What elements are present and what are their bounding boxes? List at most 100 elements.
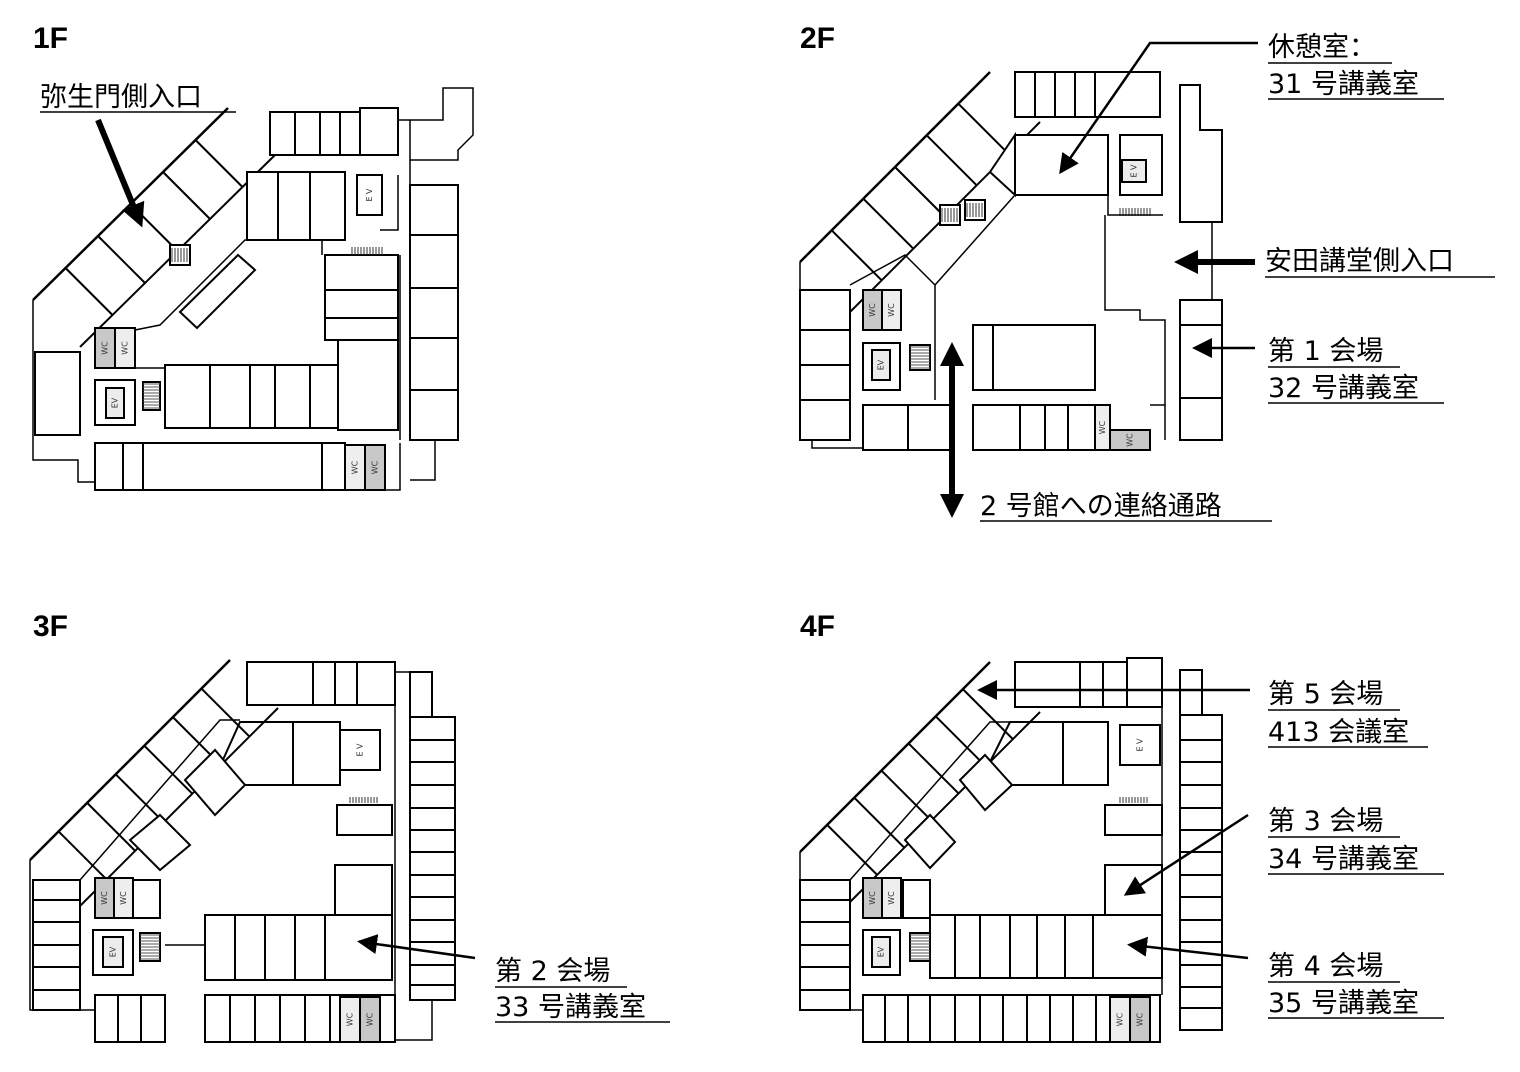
stairs	[909, 344, 931, 371]
label-room-33: 33 号講義室	[495, 992, 646, 1023]
wc-label: WC	[868, 303, 877, 317]
wc	[1109, 429, 1151, 451]
room	[929, 914, 1163, 979]
room-divider	[200, 687, 251, 738]
wall	[95, 443, 401, 491]
label-venue-3: 第 3 会場	[1268, 806, 1383, 837]
room-divider	[194, 139, 244, 188]
wc-label: WC	[119, 891, 128, 905]
wc	[881, 877, 902, 919]
room	[1094, 71, 1161, 118]
room-divider	[115, 773, 165, 823]
room	[356, 661, 396, 706]
room	[128, 813, 192, 872]
wc-label: WC	[100, 891, 109, 905]
room	[359, 107, 399, 156]
room	[1014, 134, 1109, 196]
floor-title-1f: 1F	[33, 22, 68, 55]
wc-label: WC	[101, 341, 110, 355]
wall	[395, 1000, 433, 1041]
wc-label: WC	[887, 303, 896, 317]
room	[903, 813, 957, 870]
label-venue-1: 第 1 会場	[1268, 336, 1383, 367]
room-divider	[830, 229, 883, 282]
label-connecting-passage: 2 号館への連絡通路	[980, 491, 1222, 522]
room	[204, 914, 393, 981]
wall	[410, 440, 436, 481]
ev-label: EV	[111, 397, 120, 408]
outer-wall	[799, 661, 991, 853]
label-venue-2: 第 2 会場	[495, 956, 610, 987]
arrow-venue-3	[1123, 813, 1249, 896]
floor-title-3f: 3F	[33, 610, 68, 643]
room	[337, 339, 399, 431]
room	[972, 324, 1096, 391]
room-divider	[86, 802, 136, 852]
room-divider	[57, 830, 108, 881]
wc-label: WC	[1126, 433, 1135, 447]
room	[1179, 669, 1203, 716]
wall	[395, 671, 411, 717]
wc-label: WC	[346, 1012, 355, 1026]
room-divider	[880, 769, 933, 822]
arrow-venue-4	[1127, 936, 1249, 960]
room-divider	[862, 197, 915, 250]
label-room-34: 34 号講義室	[1268, 844, 1419, 875]
room	[164, 364, 339, 429]
room-divider	[907, 742, 960, 795]
room	[1014, 661, 1128, 708]
label-room-31: 31 号講義室	[1268, 69, 1419, 100]
wc	[114, 327, 136, 369]
wc	[1094, 404, 1111, 451]
room-divider	[826, 824, 878, 876]
label-lounge: 休憩室：	[1268, 32, 1376, 63]
wc	[1129, 996, 1151, 1043]
room	[292, 721, 341, 786]
ev	[1121, 159, 1147, 183]
wc-label: WC	[121, 341, 130, 355]
room	[1126, 657, 1163, 708]
courtyard-wall	[134, 239, 323, 331]
room	[1104, 804, 1163, 836]
wall	[934, 194, 1016, 286]
ev	[356, 174, 383, 216]
wall	[79, 719, 240, 881]
room	[269, 111, 361, 156]
room	[409, 671, 433, 718]
wc-label: WC	[868, 891, 877, 905]
wall	[32, 300, 95, 483]
wall	[1104, 215, 1166, 405]
ev-label: E V	[365, 188, 374, 202]
label-room-413: 413 会議室	[1268, 717, 1409, 748]
label-venue-4: 第 4 会場	[1268, 951, 1383, 982]
ev-label: E V	[1136, 738, 1145, 752]
ev-label: EV	[877, 946, 886, 957]
wc-label: WC	[351, 460, 360, 474]
floor-title-2f: 2F	[800, 22, 835, 55]
room	[1062, 721, 1109, 786]
floor-title-4f: 4F	[800, 610, 835, 643]
room-divider	[925, 134, 978, 187]
wc-label: WC	[1136, 1012, 1145, 1026]
room-divider	[143, 745, 193, 795]
wall	[1150, 404, 1166, 440]
inner-wall	[849, 711, 1041, 903]
wc	[359, 996, 381, 1043]
room-divider	[935, 715, 987, 767]
arrow-venue-2	[357, 934, 476, 960]
ev	[871, 936, 891, 968]
room	[183, 748, 247, 817]
room	[409, 184, 459, 441]
label-room-32: 32 号講義室	[1268, 373, 1419, 404]
wall	[988, 721, 1064, 786]
room	[972, 404, 1096, 451]
floor-plan-1f: WC WC WC WC EV E V	[32, 87, 474, 491]
room	[334, 864, 393, 916]
wc-label: WC	[887, 891, 896, 905]
room	[1179, 299, 1223, 441]
room-divider	[162, 171, 211, 220]
room	[958, 753, 1014, 812]
label-yayoi-gate-entrance: 弥生門側入口	[40, 82, 202, 113]
wc-label: WC	[371, 460, 380, 474]
